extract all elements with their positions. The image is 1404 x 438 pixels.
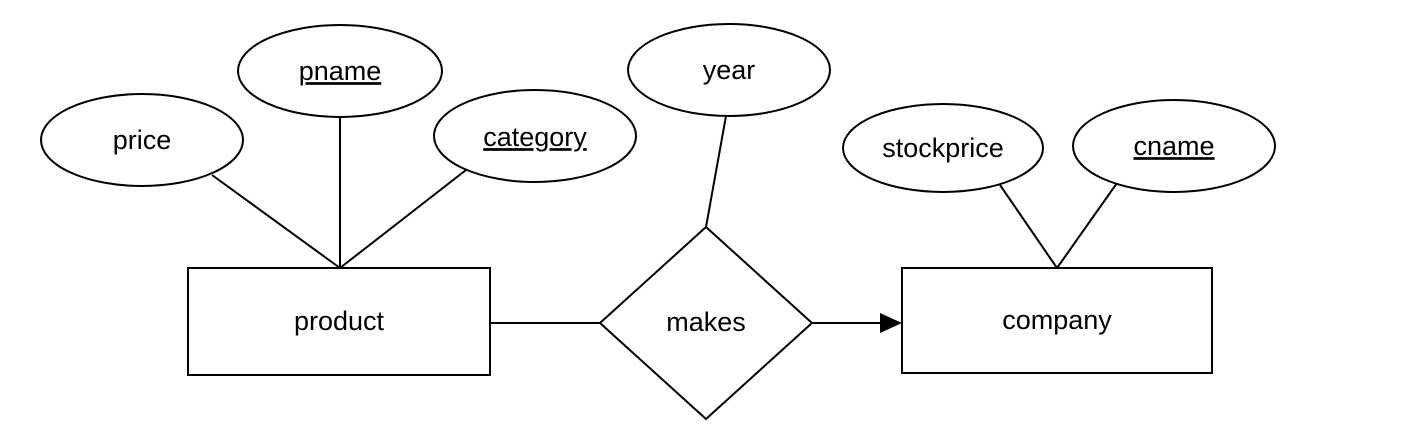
- attribute-stockprice-label: stockprice: [882, 133, 1004, 163]
- relationship-makes-diamond[interactable]: [598, 225, 814, 421]
- attribute-pname[interactable]: pname: [237, 24, 443, 118]
- attribute-stockprice[interactable]: stockprice: [842, 103, 1044, 193]
- connector-category-product: [339, 169, 467, 269]
- attribute-stockprice-ellipse[interactable]: [842, 103, 1044, 193]
- relationship-makes-label: makes: [666, 307, 746, 337]
- attribute-pname-label: pname: [299, 56, 382, 86]
- attribute-year[interactable]: year: [627, 23, 831, 117]
- attribute-cname-ellipse[interactable]: [1072, 99, 1276, 193]
- attribute-price-label: price: [113, 125, 172, 155]
- attribute-cname[interactable]: cname: [1072, 99, 1276, 193]
- connector-group: [211, 115, 1118, 333]
- entity-product-label: product: [294, 306, 385, 336]
- connector-price-product: [211, 174, 341, 269]
- entity-product[interactable]: product: [187, 267, 491, 376]
- entity-company-box[interactable]: [901, 267, 1213, 374]
- attribute-cname-label: cname: [1133, 131, 1214, 161]
- attribute-pname-ellipse[interactable]: [237, 24, 443, 118]
- connector-cname-company: [1056, 182, 1118, 269]
- connector-year-makes: [705, 115, 727, 228]
- attribute-category[interactable]: category: [433, 89, 637, 183]
- arrowhead-makes-to-company: [880, 313, 902, 333]
- entity-company-label: company: [1002, 305, 1112, 335]
- attribute-price[interactable]: price: [40, 93, 244, 187]
- attribute-year-ellipse[interactable]: [627, 23, 831, 117]
- relationship-makes[interactable]: makes: [598, 225, 814, 421]
- entity-company[interactable]: company: [901, 267, 1213, 374]
- connector-stockprice-company: [999, 184, 1058, 269]
- entity-product-box[interactable]: [187, 267, 491, 376]
- attribute-category-label: category: [483, 122, 587, 152]
- attribute-year-label: year: [703, 55, 756, 85]
- attribute-category-ellipse[interactable]: [433, 89, 637, 183]
- attribute-price-ellipse[interactable]: [40, 93, 244, 187]
